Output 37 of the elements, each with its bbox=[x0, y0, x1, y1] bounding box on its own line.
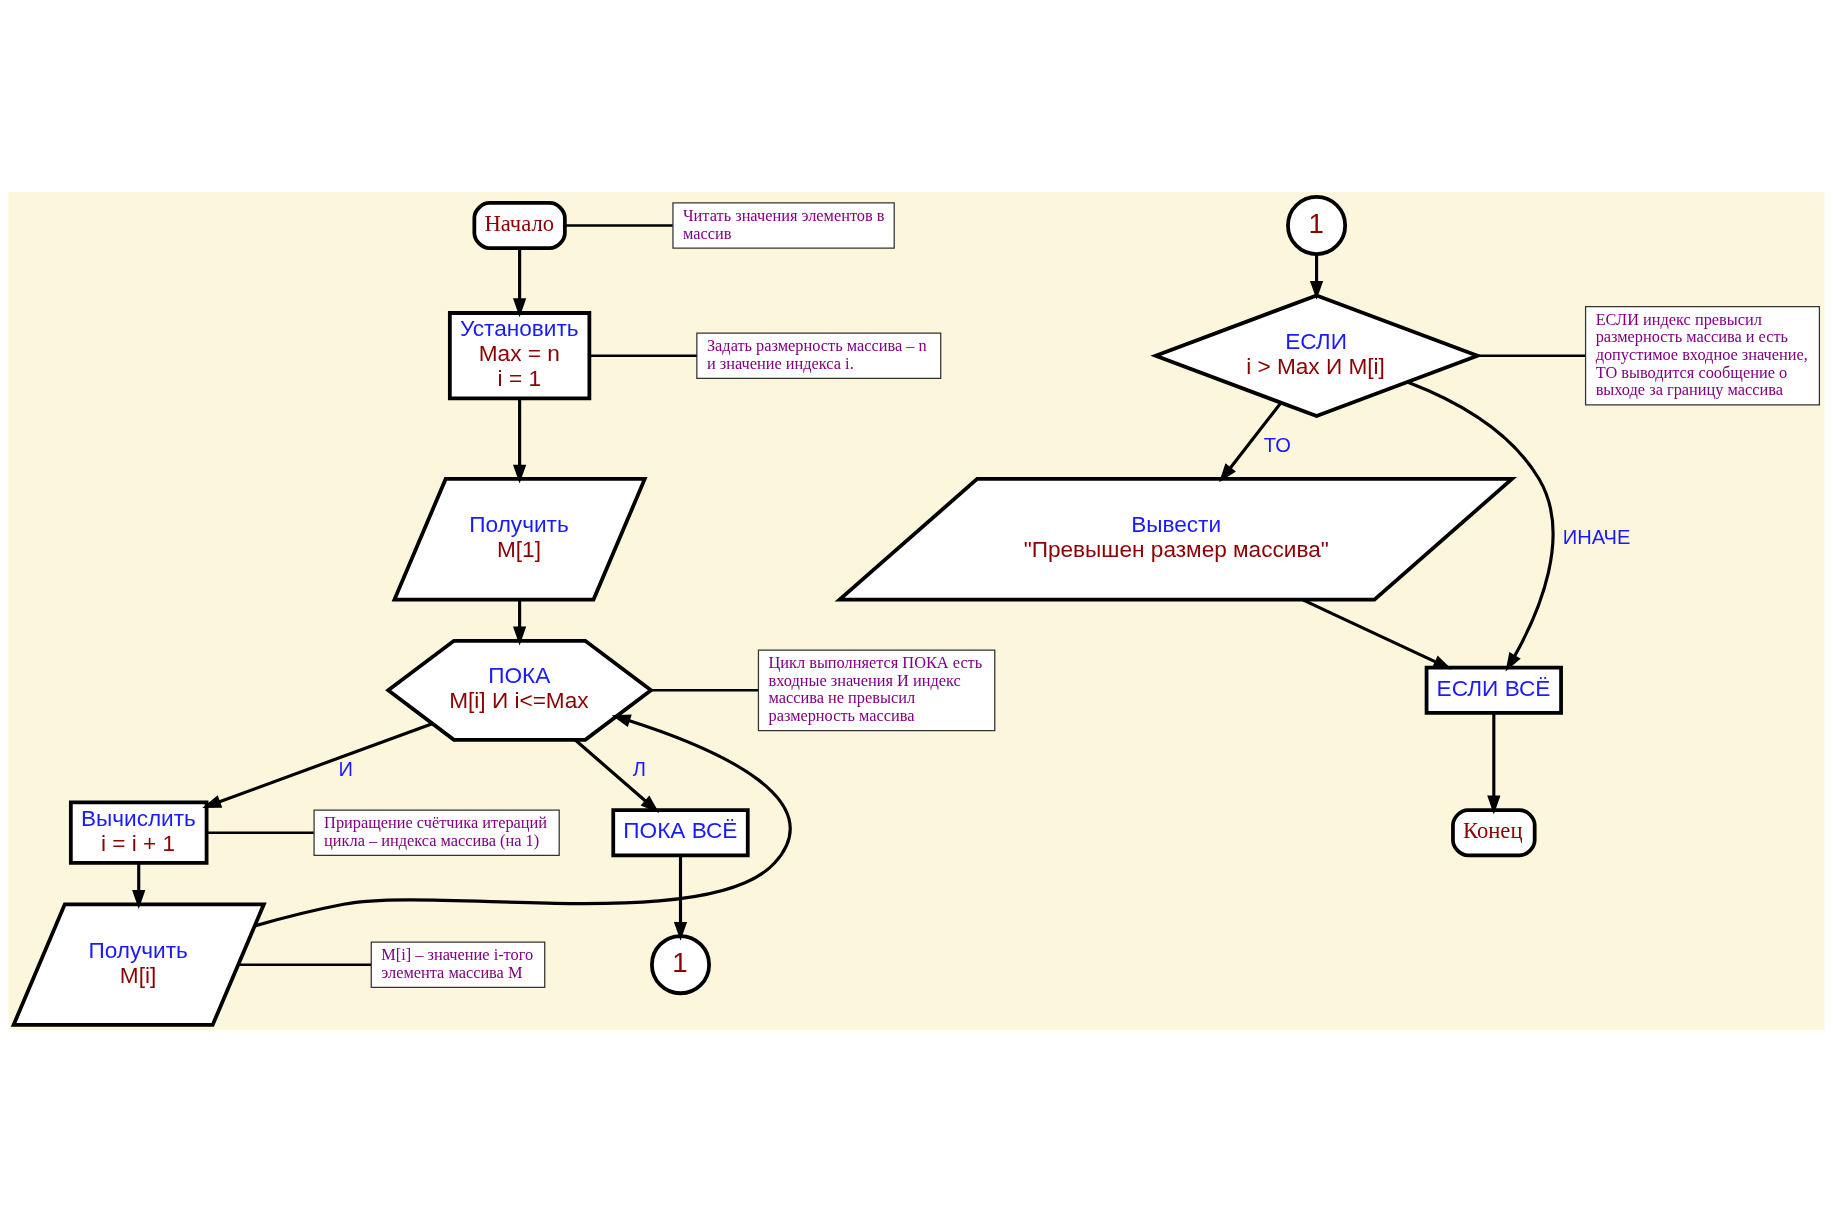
arrow bbox=[573, 738, 660, 813]
node-box: Читать значения элементов в массив bbox=[672, 202, 895, 249]
edge-label: ИНАЧЕ bbox=[1562, 526, 1631, 549]
arrow bbox=[1309, 254, 1324, 300]
edge-label: И bbox=[338, 757, 354, 780]
arrow bbox=[513, 599, 527, 646]
node-box: Установить Max = n i = 1 bbox=[447, 311, 592, 401]
edge-label: ТО bbox=[1263, 434, 1291, 457]
node-box: ЕСЛИ индекс превысил размерность массива и есть допустимое входное значение, ТО выводится сообщение о выходе за границу массива bbox=[1584, 306, 1821, 406]
node-box: Вычислить i = i + 1 bbox=[68, 800, 209, 865]
node-box: Приращение счётчика итераций цикла – индекса массива (на 1) bbox=[313, 809, 560, 856]
node-box: Цикл выполняется ПОКА есть входные значения И индекс массива не превысил размерность массива bbox=[757, 649, 996, 732]
node-box: ПОКА ВСЁ bbox=[611, 808, 750, 858]
arrow bbox=[513, 248, 527, 318]
node-box: M[i] – значение i-того элемента массива M bbox=[370, 941, 546, 988]
connector bbox=[589, 354, 697, 357]
node-circle: 1 bbox=[1286, 194, 1348, 256]
arrow bbox=[673, 855, 688, 941]
edge-label: Л bbox=[632, 757, 646, 780]
node-box: Конец bbox=[1451, 808, 1537, 858]
node-box: Задать размерность массива – n и значение индекса i. bbox=[696, 332, 942, 379]
arrow bbox=[1407, 380, 1555, 672]
connector bbox=[651, 689, 759, 692]
arrow bbox=[513, 398, 527, 484]
arrow bbox=[1219, 402, 1282, 483]
connector bbox=[1477, 354, 1586, 357]
arrow bbox=[254, 714, 792, 928]
node-box: Начало bbox=[472, 200, 567, 250]
connector bbox=[238, 963, 371, 966]
connector bbox=[564, 224, 673, 227]
arrow bbox=[1301, 598, 1453, 670]
arrow bbox=[202, 722, 433, 809]
connector bbox=[206, 831, 314, 834]
arrow bbox=[1487, 713, 1501, 815]
node-box: ЕСЛИ ВСЁ bbox=[1424, 665, 1563, 715]
node-circle: 1 bbox=[650, 934, 711, 996]
arrow bbox=[132, 862, 146, 909]
